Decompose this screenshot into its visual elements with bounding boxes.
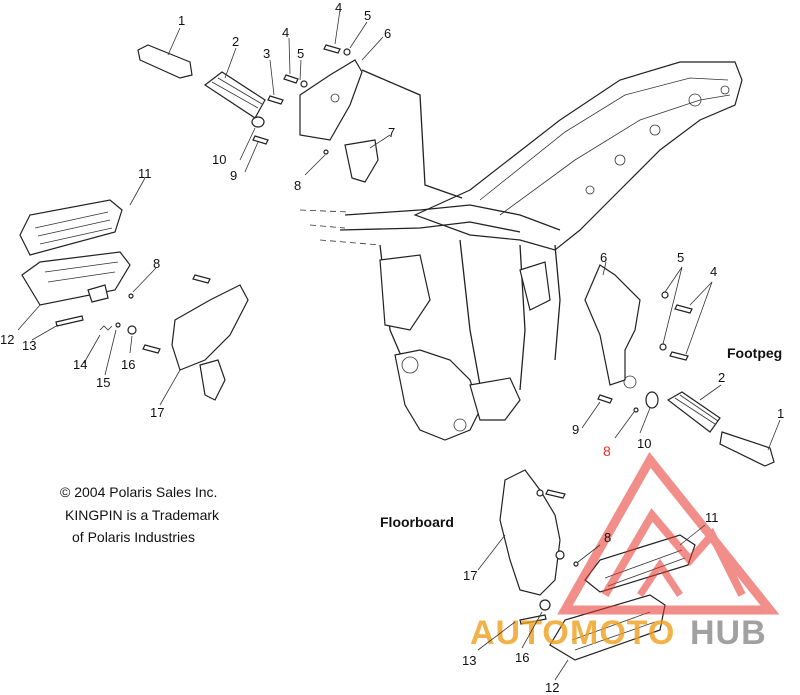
watermark-logo [557, 451, 780, 615]
clevis-part-7 [344, 139, 379, 183]
bracket-part-17 [171, 284, 249, 371]
callout-17: 17 [463, 568, 477, 583]
callout-3: 3 [263, 46, 270, 61]
callout-5: 5 [364, 8, 371, 23]
callout-4: 4 [282, 25, 289, 40]
callout-13: 13 [462, 653, 476, 668]
frame [299, 61, 743, 441]
callout-6: 6 [384, 26, 391, 41]
bracket-part-6-right [584, 264, 641, 386]
callout-10: 10 [637, 436, 651, 451]
callout-12: 12 [0, 332, 14, 347]
callout-2: 2 [232, 34, 239, 49]
watermark-wordmark: AUTO MOTO HUB [470, 614, 767, 652]
callout-10: 10 [212, 152, 226, 167]
footpeg-part-2-right [666, 391, 721, 433]
floorboard-pad-part-11 [19, 199, 123, 256]
copyright-line-2: KINGPIN is a Trademark [65, 507, 220, 523]
callout-11: 11 [138, 166, 152, 181]
bracket-part-17-right [499, 469, 561, 596]
callout-16: 16 [121, 357, 135, 372]
callout-8: 8 [604, 530, 611, 545]
callout-16: 16 [515, 650, 529, 665]
callout-12: 12 [545, 680, 559, 695]
callout-14: 14 [73, 357, 87, 372]
callout-15: 15 [96, 375, 110, 390]
callout-17: 17 [150, 405, 164, 420]
callout-8: 8 [294, 178, 301, 193]
footpeg-group-upper [137, 44, 379, 183]
watermark-text-moto: MOTO [570, 614, 675, 652]
footpeg-group-right [584, 264, 775, 467]
callout-7: 7 [388, 125, 395, 140]
callout-2: 2 [718, 370, 725, 385]
callout-4: 4 [710, 264, 717, 279]
copyright-block: © 2004 Polaris Sales Inc. KINGPIN is a T… [60, 484, 220, 545]
bracket-part-6 [299, 59, 363, 141]
callout-5: 5 [297, 46, 304, 61]
pin-part-1 [137, 44, 193, 79]
pin-part-1-right [719, 431, 775, 467]
callout-1: 1 [178, 13, 185, 28]
callout-1: 1 [777, 406, 784, 421]
callout-leaders [17, 9, 781, 681]
watermark-text-auto: AUTO [470, 614, 570, 652]
copyright-line-3: of Polaris Industries [72, 529, 195, 545]
callout-8: 8 [153, 256, 160, 271]
callout-11: 11 [705, 510, 719, 525]
floorboard-base-part-12 [21, 251, 131, 306]
callout-9: 9 [572, 422, 579, 437]
callout-13: 13 [22, 338, 36, 353]
section-label-footpeg: Footpeg [727, 345, 782, 361]
watermark-triangle-center [637, 558, 683, 597]
section-label-floorboard: Floorboard [380, 514, 454, 530]
callout-6: 6 [600, 250, 607, 265]
watermark-triangle-inner [601, 508, 746, 598]
callout-8-red: 8 [603, 443, 611, 459]
copyright-line-1: © 2004 Polaris Sales Inc. [60, 484, 217, 500]
callout-9: 9 [230, 168, 237, 183]
watermark-text-hub: HUB [690, 614, 767, 652]
callout-4: 4 [335, 0, 342, 15]
leader-line [361, 69, 463, 199]
callout-5: 5 [677, 250, 684, 265]
